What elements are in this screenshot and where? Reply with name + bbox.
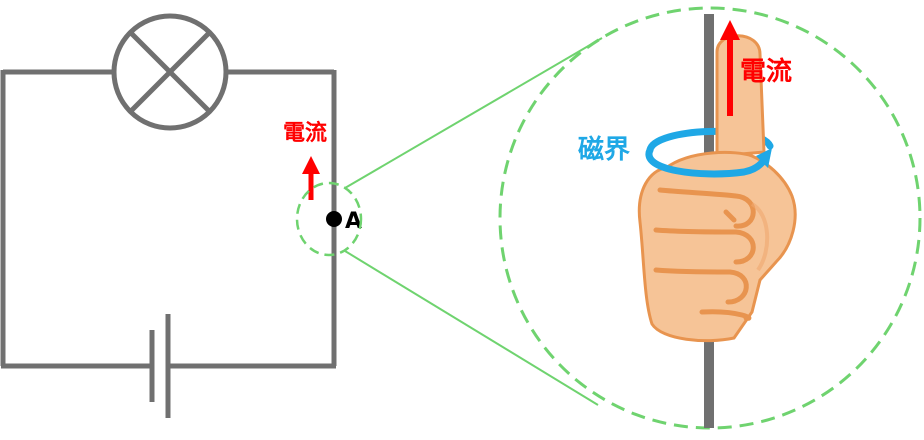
magnetic-field-loop-front (645, 146, 768, 178)
current-label-small: 電流 (283, 120, 327, 146)
point-a-dot (326, 211, 342, 227)
magnetic-field-label: 磁界 (578, 134, 630, 165)
lamp-symbol-icon (111, 13, 229, 131)
point-a-label: A (345, 209, 362, 234)
zoom-detail-circle (498, 6, 922, 430)
battery-symbol-icon (149, 314, 171, 418)
zoom-line-bottom (344, 250, 599, 406)
zoom-line-top (344, 37, 603, 189)
thumbs-up-hand-icon (637, 34, 797, 343)
current-arrow-large (720, 20, 740, 116)
current-label-large: 電流 (740, 57, 792, 87)
zoom-source-circle (295, 181, 363, 257)
magnetic-field-arrowhead (756, 148, 772, 168)
circuit (0, 69, 337, 369)
current-arrow-small (302, 156, 320, 200)
